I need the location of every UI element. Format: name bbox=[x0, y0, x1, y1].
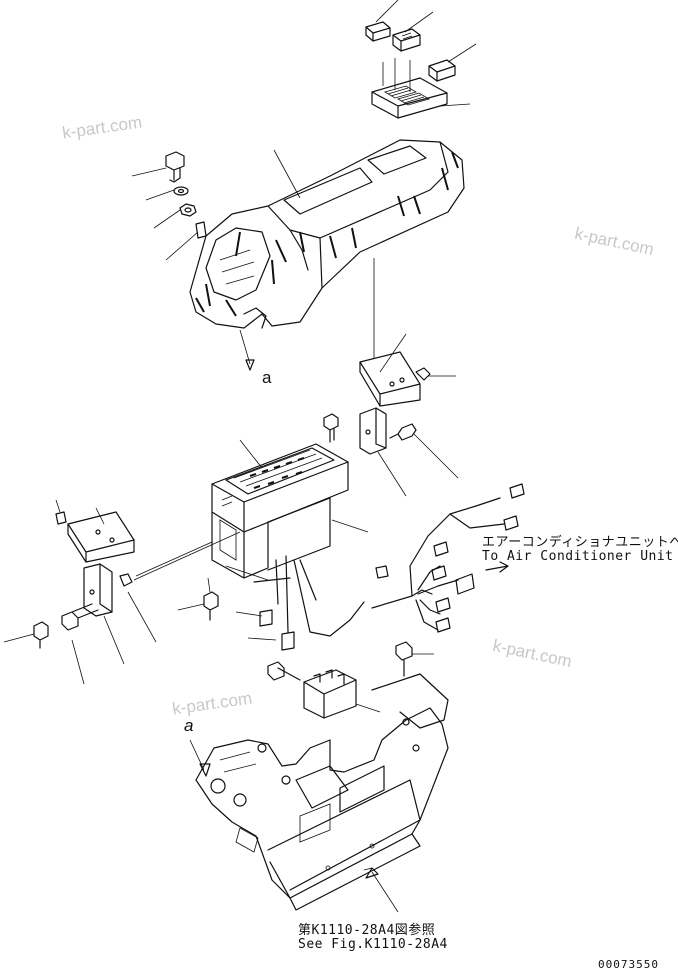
bolt-bracket-left bbox=[323, 413, 339, 443]
nut-top-left bbox=[179, 203, 197, 217]
bolt-center-left bbox=[203, 591, 219, 621]
switch-panel bbox=[371, 77, 448, 119]
console-frame bbox=[195, 673, 449, 911]
bolt-lower-center bbox=[267, 661, 301, 681]
figure-reference-jp: 第K1110-28A4図参照 bbox=[298, 923, 436, 938]
switch-cap-center bbox=[392, 28, 421, 52]
ac-controller bbox=[211, 443, 349, 579]
clip-left-upper bbox=[55, 511, 67, 525]
console-cover bbox=[189, 139, 465, 329]
bolt-top-left bbox=[165, 151, 185, 183]
air-conditioner-note-en: To Air Conditioner Unit bbox=[482, 549, 674, 564]
bolt-left-stud bbox=[61, 603, 99, 631]
clip-upper-right bbox=[415, 367, 431, 381]
harness-to-ac bbox=[371, 483, 525, 633]
relay-block bbox=[303, 669, 357, 719]
bolt-lower-right bbox=[395, 641, 413, 677]
bracket-left-upper bbox=[67, 511, 135, 563]
wire-harness bbox=[253, 555, 365, 651]
washer-top-left bbox=[173, 186, 189, 196]
bracket-left-vertical bbox=[83, 563, 113, 617]
bolt-left-lower bbox=[33, 621, 49, 649]
figure-reference-en: See Fig.K1110-28A4 bbox=[298, 937, 448, 952]
stud-top-left bbox=[195, 221, 207, 239]
view-mark-a-upper: a bbox=[262, 368, 272, 387]
bracket-vertical bbox=[359, 407, 387, 455]
air-conditioner-note-jp: エアーコンディショナユニットへ bbox=[482, 535, 678, 550]
switch-cap-left bbox=[365, 21, 391, 42]
view-mark-a-lower: a bbox=[184, 716, 194, 735]
switch-cap-right bbox=[428, 59, 456, 82]
clip-left-small bbox=[119, 573, 133, 587]
drawing-number: 00073550 bbox=[598, 958, 659, 971]
bracket-upper-right bbox=[359, 351, 421, 407]
bolt-bracket-right bbox=[389, 423, 417, 441]
